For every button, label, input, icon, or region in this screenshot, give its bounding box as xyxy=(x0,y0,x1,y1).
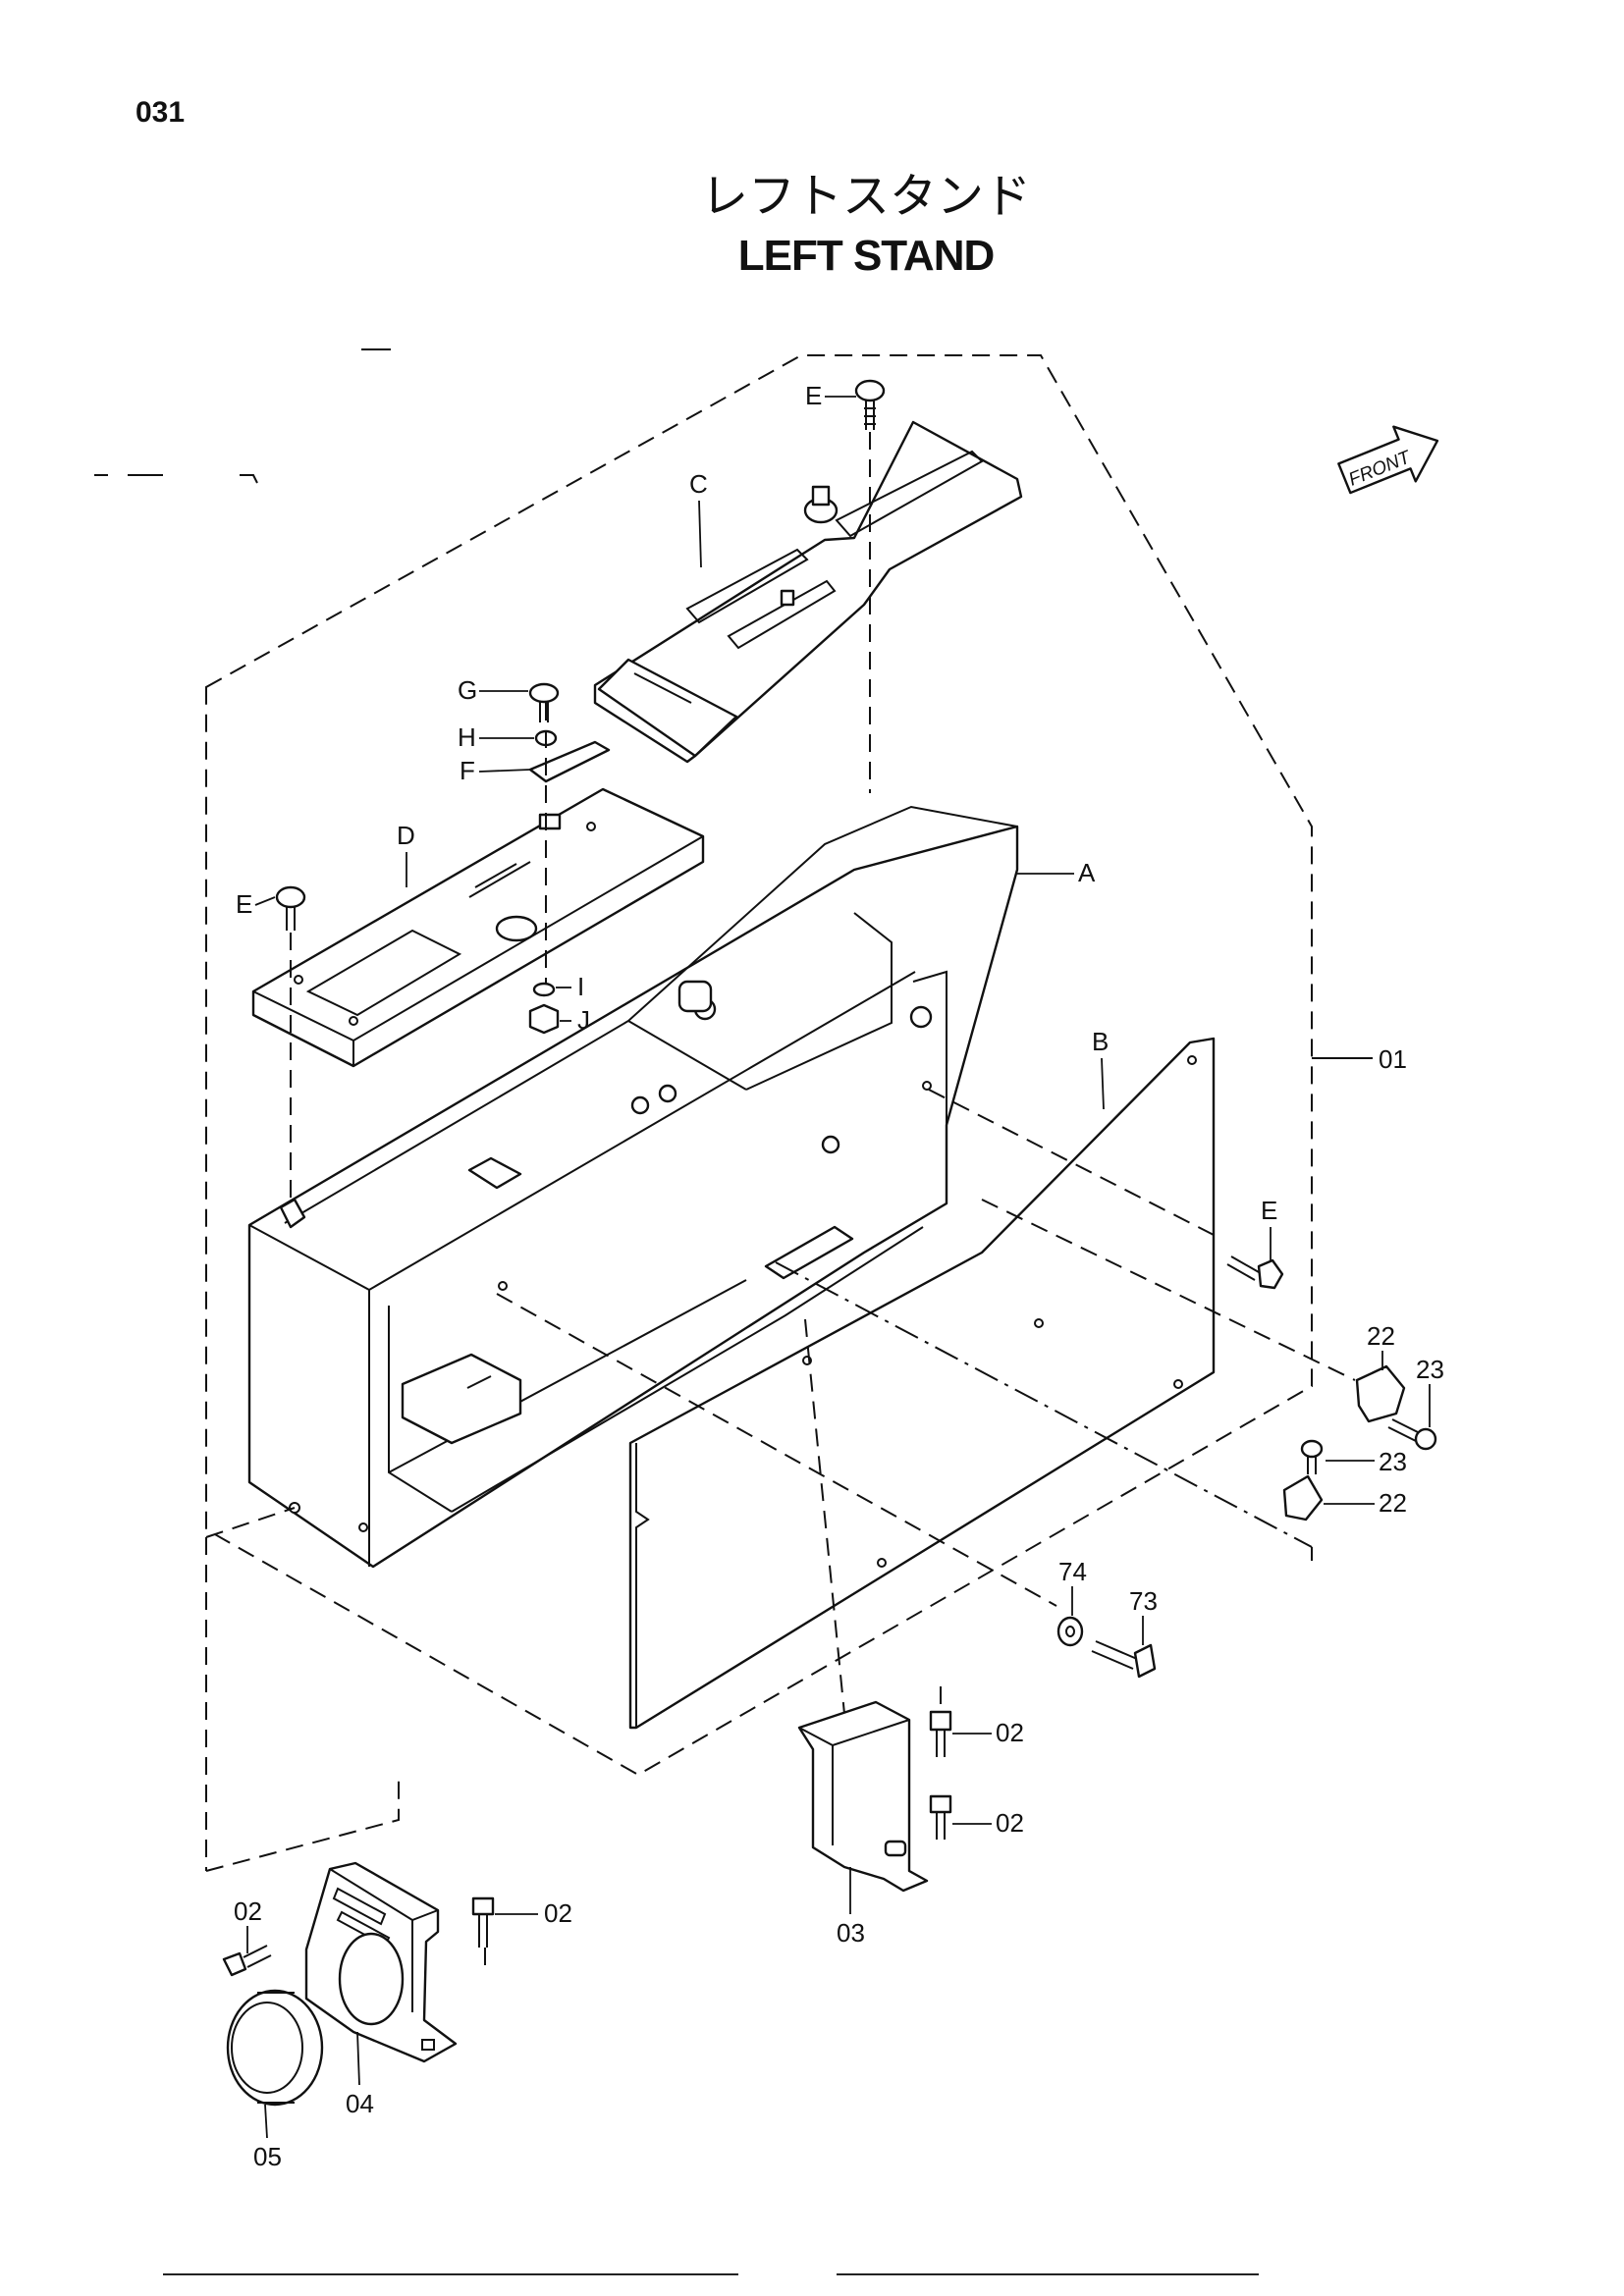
callout-02-lower-right: 02 xyxy=(996,1808,1024,1838)
bolt-23-upper xyxy=(1387,1418,1437,1451)
page-title: レフトスタンド LEFT STAND xyxy=(0,157,1624,281)
screw-g xyxy=(528,682,560,722)
front-arrow: FRONT xyxy=(1337,425,1439,495)
callout-03: 03 xyxy=(837,1918,865,1948)
lower-guide xyxy=(205,1507,400,1872)
washer-i xyxy=(532,982,556,997)
callout-g: G xyxy=(458,675,477,705)
callout-02-center: 02 xyxy=(544,1898,572,1928)
bolt-02-lower-right xyxy=(929,1794,952,1840)
callout-04: 04 xyxy=(346,2089,374,2118)
assembly-boundary xyxy=(205,354,1313,1777)
bolt-23-lower xyxy=(1300,1439,1324,1474)
screw-e-right xyxy=(1226,1255,1284,1290)
bolt-02-center xyxy=(471,1896,495,1975)
screw-e-left xyxy=(275,885,306,1203)
part-b-side-plate xyxy=(628,1037,1216,1730)
nut-j xyxy=(528,1003,560,1035)
callout-a: A xyxy=(1078,858,1096,887)
callout-i: I xyxy=(577,972,584,1001)
alignment-lines xyxy=(496,1089,1356,1715)
callout-j: J xyxy=(577,1005,590,1035)
callout-h: H xyxy=(458,722,476,752)
clip-22-lower xyxy=(1282,1474,1324,1522)
part-a-stand-body xyxy=(247,805,1019,1569)
part-05-ring xyxy=(226,1989,324,2107)
bolt-02-left xyxy=(222,1945,272,1977)
callout-01: 01 xyxy=(1379,1044,1407,1074)
part-04-lower-bracket xyxy=(304,1861,458,2063)
screw-e-top xyxy=(854,379,886,793)
callout-f: F xyxy=(460,756,475,785)
clip-22-upper xyxy=(1355,1364,1406,1423)
stray-marks xyxy=(94,348,391,484)
footer-rule-right xyxy=(837,2273,1259,2275)
callout-22-upper: 22 xyxy=(1367,1321,1395,1351)
bolt-02-upper-right xyxy=(929,1686,952,1757)
callout-c: C xyxy=(689,469,708,499)
callout-e-left: E xyxy=(236,889,252,919)
callout-23-lower: 23 xyxy=(1379,1447,1407,1476)
callouts: E C G H F D E I J A B 01 E 22 23 23 22 xyxy=(234,381,1444,2171)
callout-e-top: E xyxy=(805,381,822,410)
title-japanese: レフトスタンド xyxy=(700,169,1031,224)
plate-f xyxy=(528,740,611,783)
callout-02-upper-right: 02 xyxy=(996,1718,1024,1747)
callout-02-left: 02 xyxy=(234,1896,262,1926)
callout-22-lower: 22 xyxy=(1379,1488,1407,1518)
callout-05: 05 xyxy=(253,2142,282,2171)
bolt-73 xyxy=(1091,1640,1157,1679)
part-03-bracket xyxy=(797,1700,929,1893)
callout-d: D xyxy=(397,821,415,850)
part-d-panel xyxy=(251,787,705,1068)
callout-73: 73 xyxy=(1129,1586,1158,1616)
footer-rule-left xyxy=(163,2273,738,2275)
title-english: LEFT STAND xyxy=(737,232,996,280)
callout-23-upper: 23 xyxy=(1416,1355,1444,1384)
washer-74 xyxy=(1056,1616,1084,1647)
page-number: 031 xyxy=(135,96,186,129)
part-c-top-cover xyxy=(593,420,1023,764)
callout-74: 74 xyxy=(1058,1557,1087,1586)
callout-e-right: E xyxy=(1261,1196,1277,1225)
callout-b: B xyxy=(1092,1027,1109,1056)
